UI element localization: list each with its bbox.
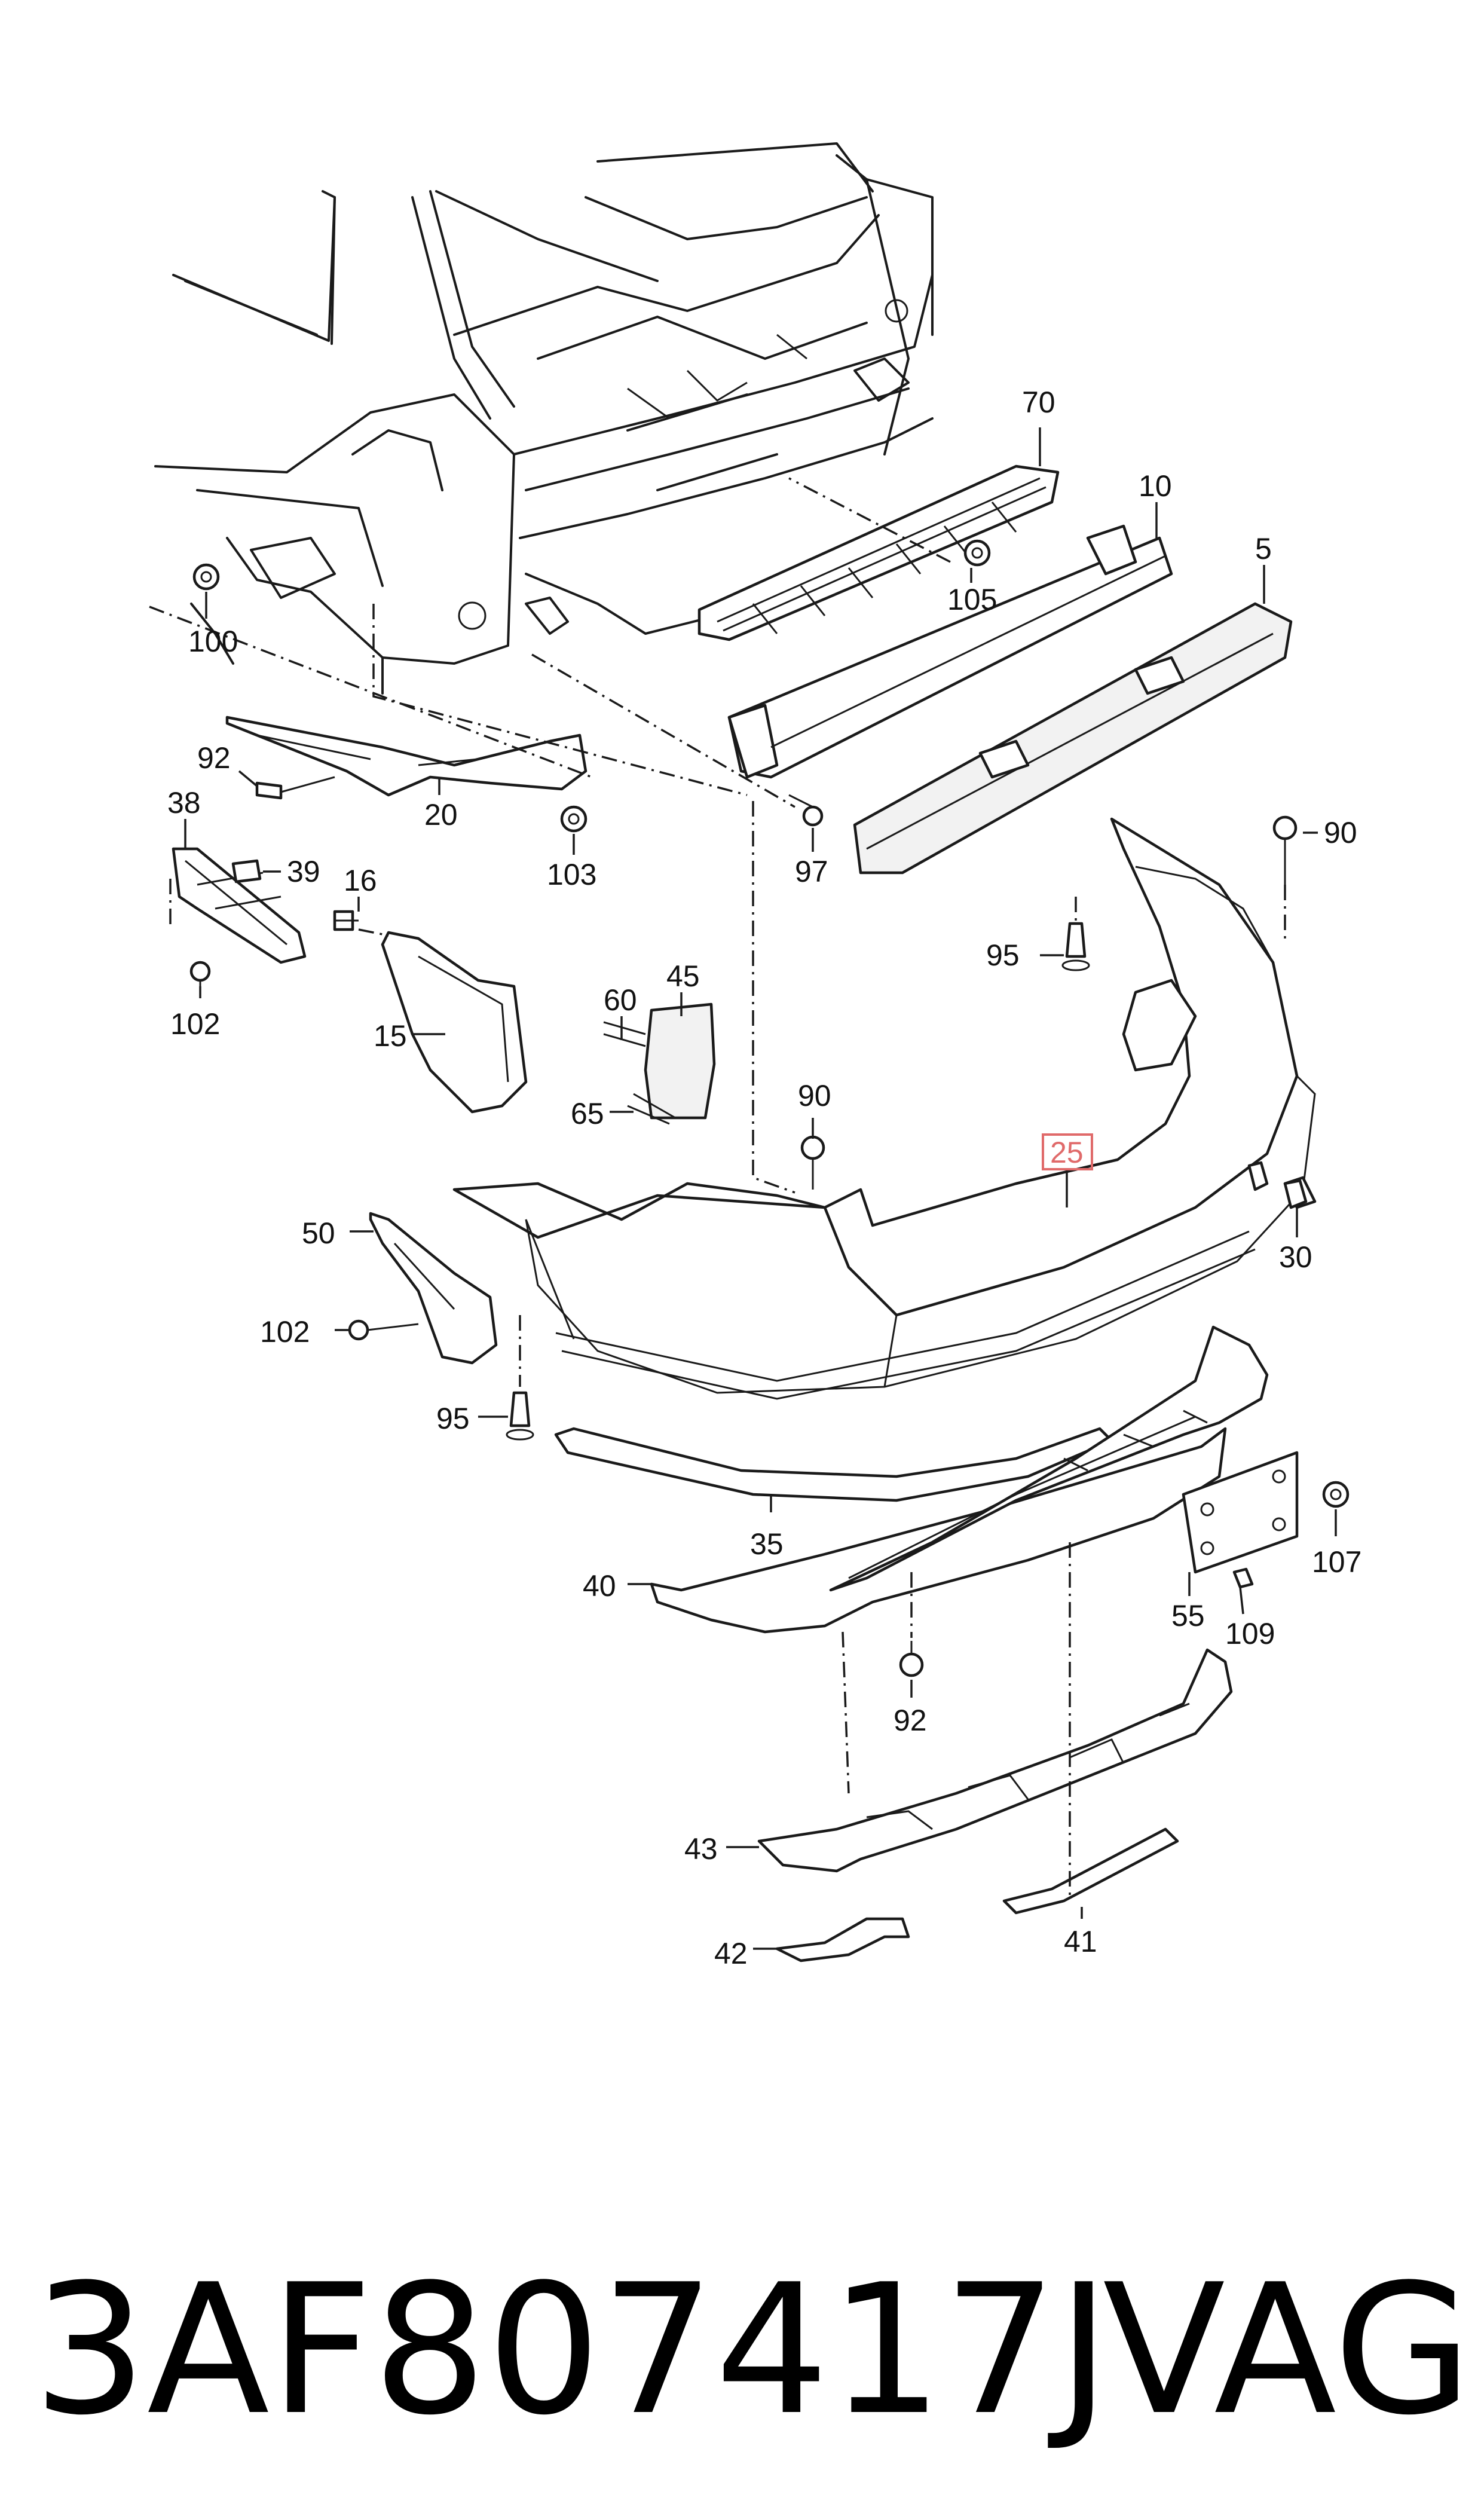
callout-30: 30 — [1279, 1240, 1312, 1274]
callout-97: 97 — [795, 855, 828, 888]
callout-25-highlight-box — [1042, 1133, 1093, 1170]
bumper-reinforcement-parts — [172, 464, 1293, 1365]
nut-103 — [560, 805, 588, 833]
callout-35: 35 — [750, 1527, 784, 1561]
brand-name: VAG — [1103, 2246, 1472, 2454]
cap-30 — [1283, 1179, 1308, 1209]
callout-107: 107 — [1312, 1545, 1361, 1579]
screw-102-lower — [348, 1319, 419, 1341]
callout-43: 43 — [684, 1832, 718, 1866]
callout-38: 38 — [167, 786, 201, 820]
callout-95-lower: 95 — [436, 1402, 470, 1435]
callout-105: 105 — [947, 583, 997, 616]
bolt-90-lower — [800, 1135, 825, 1190]
callout-65: 65 — [571, 1097, 604, 1130]
callout-45: 45 — [666, 959, 700, 993]
part-number: 3AF807417J — [33, 2246, 1110, 2454]
callout-20: 20 — [424, 798, 458, 831]
callout-90-upper: 90 — [1324, 816, 1357, 849]
callout-50: 50 — [302, 1216, 335, 1250]
fasteners — [189, 539, 1350, 1677]
callout-95-upper: 95 — [986, 938, 1020, 972]
callout-100: 100 — [188, 625, 238, 658]
bolt-90-upper — [1272, 815, 1298, 885]
callout-92-lower: 92 — [894, 1704, 927, 1737]
callout-41: 41 — [1064, 1925, 1097, 1958]
screw-109 — [1232, 1567, 1254, 1589]
callout-70: 70 — [1022, 386, 1055, 419]
callout-90-lower: 90 — [798, 1079, 831, 1112]
assembly-lines — [149, 477, 1286, 1901]
screw-92-upper — [255, 776, 335, 800]
callout-labels: 70 10 5 105 100 92 20 103 97 38 39 16 10… — [167, 386, 1361, 1970]
callout-109: 109 — [1225, 1617, 1275, 1650]
callout-15: 15 — [374, 1019, 407, 1053]
clip-95-lower — [506, 1391, 534, 1441]
nut-105 — [963, 539, 991, 567]
callout-42: 42 — [714, 1937, 748, 1970]
callout-102-upper: 102 — [170, 1007, 220, 1041]
leader-lines — [184, 427, 1337, 1950]
nut-100 — [192, 563, 220, 591]
callout-5: 5 — [1255, 532, 1272, 565]
callout-103: 103 — [547, 858, 596, 891]
nut-107 — [1322, 1481, 1350, 1508]
lower-trim-parts — [554, 1325, 1299, 1962]
callout-10: 10 — [1139, 469, 1172, 503]
callout-55: 55 — [1171, 1599, 1205, 1633]
callout-92-upper: 92 — [197, 741, 231, 775]
screw-97 — [788, 794, 824, 827]
callout-40: 40 — [583, 1569, 616, 1603]
rear-bumper-cover — [452, 817, 1317, 1400]
callout-102-lower: 102 — [260, 1315, 310, 1349]
callout-39: 39 — [287, 855, 320, 888]
car-body-rear — [154, 142, 934, 695]
callout-25: 25 — [1050, 1136, 1084, 1169]
screw-92-lower — [899, 1641, 924, 1677]
callout-16: 16 — [344, 864, 377, 897]
clip-95-upper — [1061, 922, 1090, 971]
callout-60: 60 — [604, 983, 637, 1017]
